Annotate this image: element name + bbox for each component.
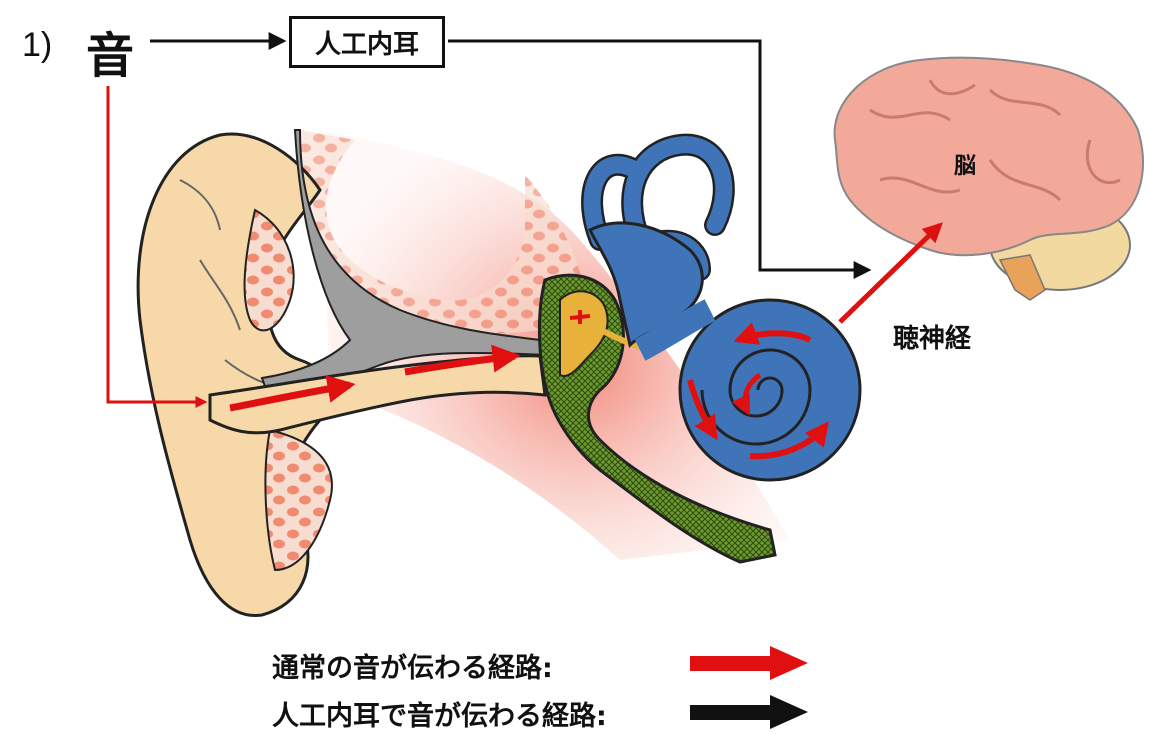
brain-label: 脳	[954, 148, 976, 180]
legend-ci-path-label: 人工内耳で音が伝わる経路:	[272, 694, 607, 733]
cochlear-implant-label: 人工内耳	[315, 24, 419, 61]
cochlear-implant-box: 人工内耳	[289, 16, 445, 68]
auditory-nerve-label: 聴神経	[893, 318, 971, 355]
legend-black-arrow	[690, 695, 808, 729]
legend-red-arrow	[690, 646, 808, 680]
brain	[835, 58, 1143, 300]
panel-number: 1)	[22, 26, 52, 65]
legend-normal-path-label: 通常の音が伝わる経路:	[272, 646, 553, 685]
sound-label: 音	[86, 16, 134, 86]
